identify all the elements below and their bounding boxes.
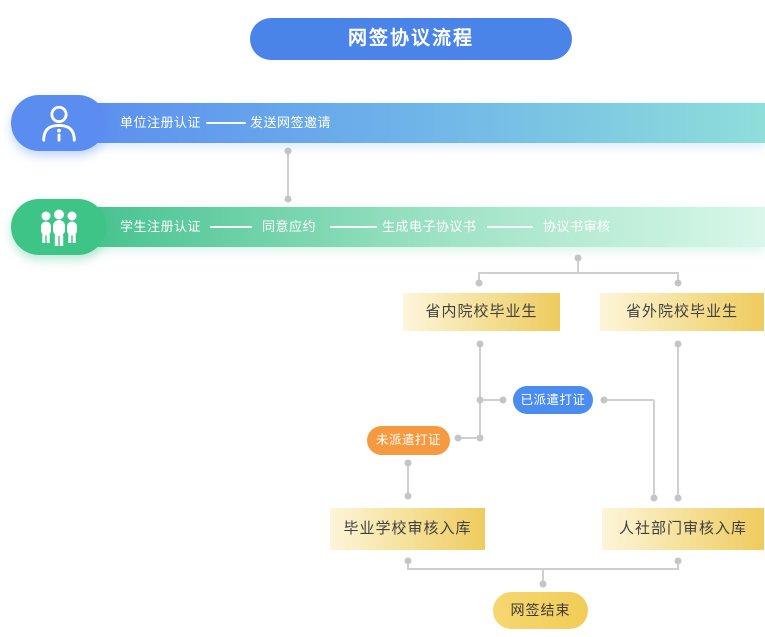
node-not-dispatched-cert: 未派遣打证: [367, 426, 450, 455]
person-icon: [41, 105, 76, 142]
connector-in-province-chain: [454, 340, 507, 442]
connector-merge-to-end: [404, 557, 682, 588]
node-in-province-graduate: 省内院校毕业生: [403, 293, 560, 331]
page-title: 网签协议流程: [250, 18, 572, 60]
step-divider: [487, 226, 533, 228]
connector-dispatched-to-hr: [600, 396, 658, 502]
node-hr-review: 人社部门审核入库: [602, 508, 764, 550]
student-badge: [11, 199, 106, 255]
connector-out-province-to-hr: [674, 340, 682, 502]
step-divider: [206, 122, 246, 124]
node-out-province-graduate: 省外院校毕业生: [600, 293, 764, 331]
node-end: 网签结束: [493, 592, 588, 629]
step-accept-offer: 同意应约: [262, 219, 317, 234]
step-employer-register: 单位注册认证: [120, 115, 202, 130]
step-agreement-review: 协议书审核: [543, 219, 611, 234]
node-school-review: 毕业学校审核入库: [330, 508, 485, 550]
connector-row1-to-row2: [284, 147, 292, 203]
connector-notdispatched-to-school: [404, 459, 412, 500]
step-student-register: 学生注册认证: [120, 219, 202, 234]
node-dispatched-cert: 已派遣打证: [513, 386, 593, 414]
connector-review-branch: [475, 254, 682, 287]
employer-badge: [11, 95, 106, 151]
step-send-invite: 发送网签邀请: [250, 115, 332, 130]
step-divider: [210, 226, 252, 228]
step-generate-agreement: 生成电子协议书: [382, 219, 477, 234]
step-divider: [330, 226, 377, 228]
employer-band-bar: 单位注册认证 发送网签邀请: [60, 103, 765, 143]
student-band-bar: 学生注册认证 同意应约 生成电子协议书 协议书审核: [60, 207, 765, 247]
people-group-icon: [40, 209, 77, 246]
